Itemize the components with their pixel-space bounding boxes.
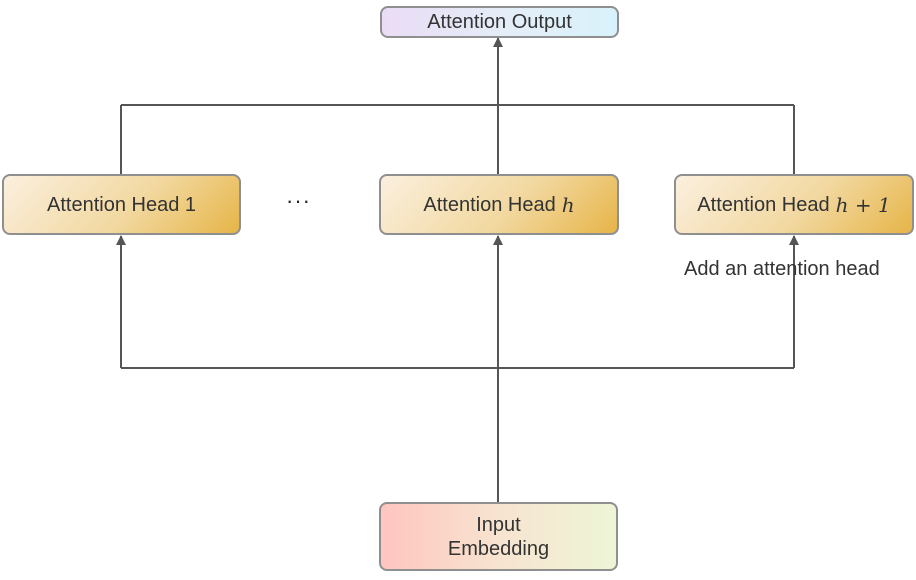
attention-head-1-label: Attention Head 1 <box>47 193 196 216</box>
attention-head-h-plus-1-index: h + 1 <box>835 192 891 217</box>
attention-output-label: Attention Output <box>427 11 572 33</box>
attention-head-h-label: Attention Head <box>423 193 556 216</box>
add-attention-head-annotation: Add an attention head <box>684 258 880 280</box>
attention-head-h-index: h <box>561 192 575 217</box>
attention-output-node: Attention Output <box>380 6 619 38</box>
attention-head-h-plus-1-label: Attention Head <box>697 193 830 216</box>
input-embedding-line-2: Embedding <box>447 537 550 560</box>
more-heads-ellipsis: ··· <box>286 188 311 213</box>
input-embedding-node: Input Embedding <box>379 502 618 571</box>
attention-head-h-node: Attention Head h <box>379 174 619 235</box>
attention-head-h-plus-1-node: Attention Head h + 1 <box>674 174 914 235</box>
input-embedding-line-1: Input <box>476 513 521 536</box>
attention-head-1-node: Attention Head 1 <box>2 174 241 235</box>
